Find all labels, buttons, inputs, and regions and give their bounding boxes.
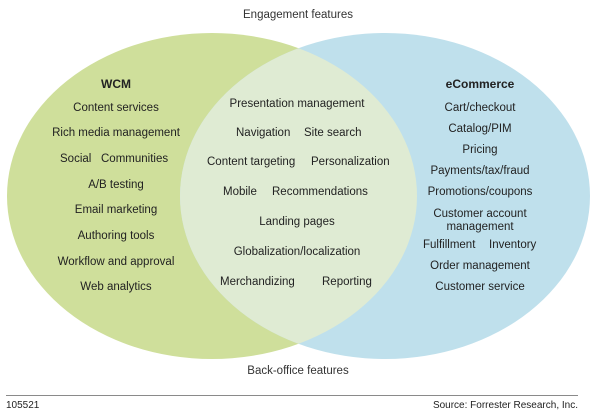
ecommerce-item-customer-account-management: Customer account management: [433, 208, 527, 233]
bottom-axis-label: Back-office features: [247, 365, 349, 377]
ecommerce-item-catalog-pim: Catalog/PIM: [448, 123, 512, 135]
overlap-item-personalization: Personalization: [311, 156, 390, 168]
wcm-item-content-services: Content services: [73, 102, 159, 114]
wcm-item-ab-testing: A/B testing: [88, 179, 144, 191]
overlap-item-merchandizing: Merchandizing: [220, 276, 295, 288]
overlap-item-presentation-management: Presentation management: [229, 98, 365, 110]
overlap-item-landing-pages: Landing pages: [259, 216, 335, 228]
figure-id: 105521: [6, 400, 40, 411]
ecommerce-item-inventory: Inventory: [489, 239, 537, 251]
top-axis-label: Engagement features: [243, 9, 353, 21]
ecommerce-item-fulfillment: Fulfillment: [423, 239, 476, 251]
wcm-item-web-analytics: Web analytics: [80, 281, 152, 293]
wcm-item-social: Social: [60, 153, 92, 165]
overlap-item-site-search: Site search: [304, 127, 362, 139]
footer-divider: [6, 395, 578, 396]
wcm-item-rich-media-management: Rich media management: [52, 127, 180, 139]
wcm-set-title: WCM: [101, 77, 131, 91]
overlap-item-mobile: Mobile: [223, 186, 257, 198]
ecommerce-item-cart-checkout: Cart/checkout: [444, 102, 516, 114]
ecommerce-item-order-management: Order management: [430, 260, 530, 272]
ecommerce-set-title: eCommerce: [445, 77, 515, 91]
ecommerce-item-customer-service: Customer service: [435, 281, 525, 293]
ecommerce-item-pricing: Pricing: [462, 144, 498, 156]
overlap-region: [180, 33, 417, 359]
wcm-item-communities: Communities: [101, 153, 169, 165]
overlap-item-globalization-localization: Globalization/localization: [233, 246, 361, 258]
wcm-item-workflow-approval: Workflow and approval: [57, 256, 175, 268]
wcm-item-email-marketing: Email marketing: [74, 204, 158, 216]
wcm-item-authoring-tools: Authoring tools: [77, 230, 155, 242]
overlap-item-content-targeting: Content targeting: [207, 156, 296, 168]
overlap-item-reporting: Reporting: [322, 276, 372, 288]
ecommerce-item-promotions-coupons: Promotions/coupons: [427, 186, 533, 198]
overlap-item-navigation: Navigation: [236, 127, 291, 139]
ecommerce-item-payments-tax-fraud: Payments/tax/fraud: [430, 165, 530, 177]
source-credit: Source: Forrester Research, Inc.: [432, 400, 578, 411]
overlap-item-recommendations: Recommendations: [272, 186, 368, 198]
